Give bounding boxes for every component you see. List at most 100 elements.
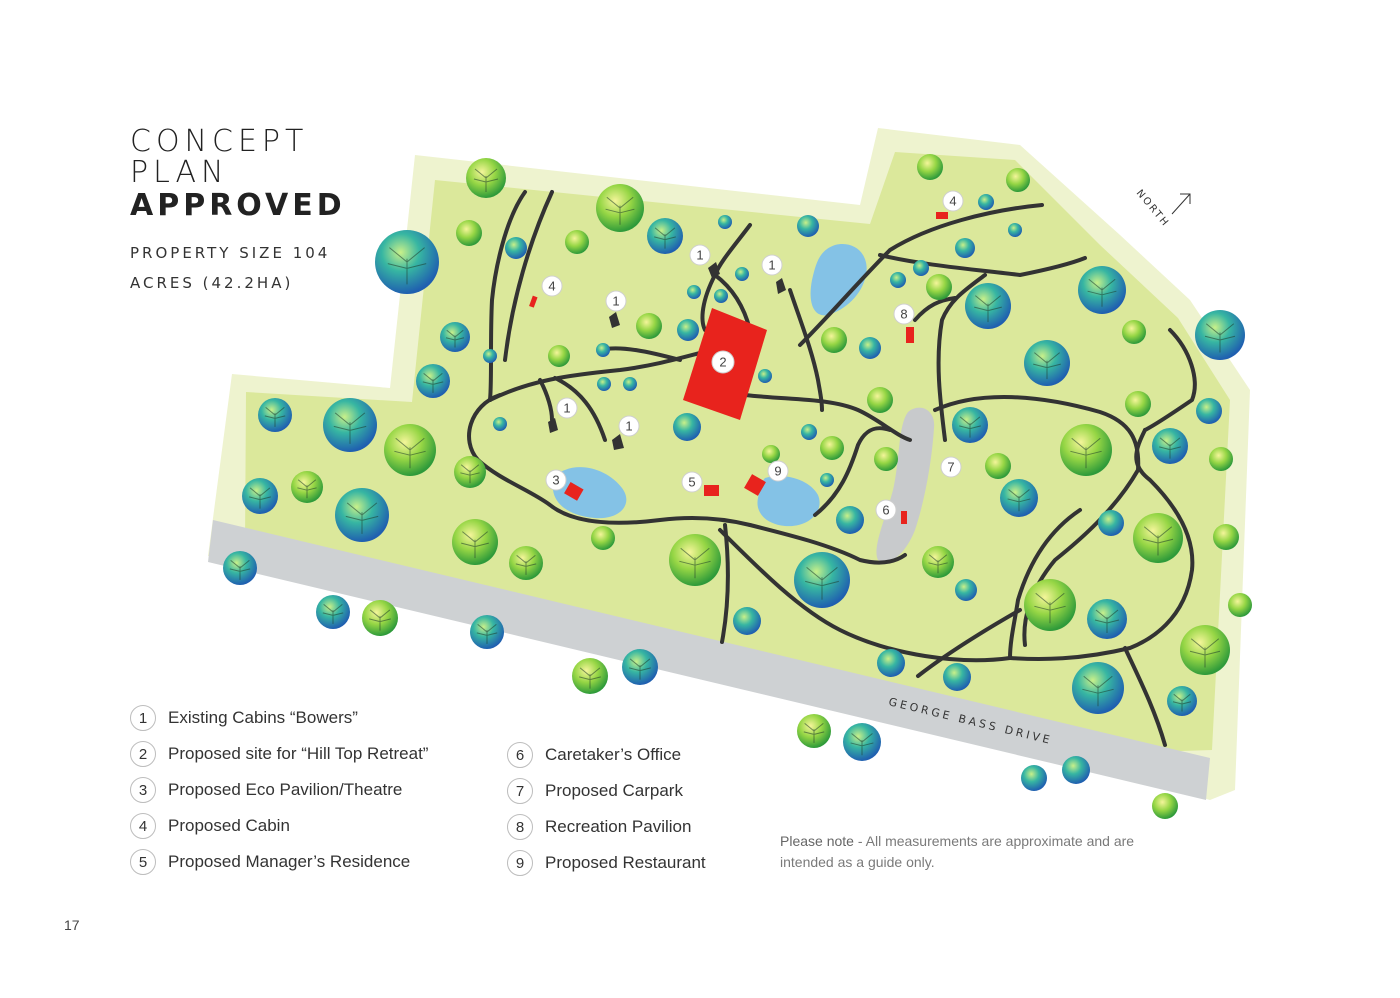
tree bbox=[597, 377, 611, 391]
tree-branches bbox=[805, 567, 839, 600]
tree-branches bbox=[579, 667, 601, 689]
tree bbox=[874, 447, 898, 471]
tree bbox=[548, 345, 570, 367]
title-line-2: PLAN bbox=[130, 155, 229, 190]
tree-branches bbox=[1007, 489, 1031, 512]
tree bbox=[714, 289, 728, 303]
marker-cabin-1: 1 bbox=[556, 397, 578, 419]
tree bbox=[758, 369, 772, 383]
tree bbox=[505, 237, 527, 259]
tree bbox=[926, 274, 952, 300]
eco-pavilion-building bbox=[564, 481, 584, 501]
tree bbox=[687, 285, 701, 299]
tree-branches bbox=[387, 247, 427, 285]
marker-restaurant: 9 bbox=[767, 460, 789, 482]
svg-text:1: 1 bbox=[768, 258, 775, 273]
tree bbox=[820, 473, 834, 487]
legend-number: 6 bbox=[507, 742, 533, 768]
tree-branches bbox=[1204, 323, 1236, 353]
tree-branches bbox=[654, 227, 676, 249]
tree-branches bbox=[229, 559, 251, 580]
tree bbox=[797, 215, 819, 237]
legend-label: Proposed Manager’s Residence bbox=[168, 852, 411, 871]
lake-north bbox=[810, 244, 867, 316]
marker-caretakers-office: 6 bbox=[875, 499, 897, 521]
numbered-markers: 1 1 1 1 1 2 3 4 4 5 6 7 8 9 bbox=[541, 190, 964, 521]
tree-branches bbox=[605, 196, 635, 225]
tree-branches bbox=[394, 437, 426, 469]
tree bbox=[636, 313, 662, 339]
property-size: PROPERTY SIZE 104 ACRES (42.2HA) bbox=[130, 238, 330, 298]
tree-branches bbox=[369, 609, 391, 631]
tree bbox=[1122, 320, 1146, 344]
legend-number: 9 bbox=[507, 850, 533, 876]
tree bbox=[1098, 510, 1124, 536]
svg-text:1: 1 bbox=[696, 248, 703, 263]
tree-branches bbox=[445, 329, 465, 348]
bower-cabin bbox=[548, 418, 558, 433]
tree-branches bbox=[476, 623, 498, 644]
tree bbox=[591, 526, 615, 550]
svg-text:6: 6 bbox=[882, 503, 889, 518]
tree-branches bbox=[422, 372, 444, 393]
title-line-1: CONCEPT bbox=[130, 124, 309, 159]
lake-restaurant bbox=[757, 475, 820, 527]
tree-branches bbox=[1159, 437, 1181, 459]
tree bbox=[1021, 765, 1047, 791]
tree bbox=[917, 154, 943, 180]
restaurant-building bbox=[744, 474, 766, 496]
tree bbox=[867, 387, 893, 413]
svg-text:1: 1 bbox=[563, 401, 570, 416]
marker-recreation-pavilion: 8 bbox=[893, 303, 915, 325]
tree bbox=[1213, 524, 1239, 550]
legend-number: 4 bbox=[130, 813, 156, 839]
svg-text:3: 3 bbox=[552, 473, 559, 488]
tree bbox=[733, 607, 761, 635]
bower-cabin bbox=[708, 262, 720, 278]
legend-number: 7 bbox=[507, 778, 533, 804]
tree-branches bbox=[249, 487, 271, 509]
tree bbox=[877, 649, 905, 677]
legend-number: 2 bbox=[130, 741, 156, 767]
bower-cabin bbox=[776, 278, 786, 294]
tree bbox=[677, 319, 699, 341]
legend-number: 1 bbox=[130, 705, 156, 731]
tree bbox=[1006, 168, 1030, 192]
tree-cluster bbox=[223, 154, 1252, 819]
tree-branches bbox=[461, 531, 489, 559]
marker-cabin-4: 4 bbox=[541, 275, 563, 297]
tree-branches bbox=[1094, 609, 1120, 633]
tree-branches bbox=[322, 603, 344, 624]
tree-branches bbox=[1172, 693, 1192, 712]
tree bbox=[623, 377, 637, 391]
tree bbox=[859, 337, 881, 359]
road-george-bass-drive bbox=[208, 520, 1210, 800]
page-title: CONCEPT PLAN APPROVED bbox=[130, 126, 346, 224]
marker-cabin-1: 1 bbox=[761, 254, 783, 276]
caretakers-office-building bbox=[901, 511, 907, 524]
tree bbox=[955, 238, 975, 258]
tree bbox=[1062, 756, 1090, 784]
legend-label: Existing Cabins “Bowers” bbox=[168, 708, 358, 727]
walking-paths bbox=[467, 190, 1197, 747]
marker-eco-pavilion: 3 bbox=[545, 469, 567, 491]
tree bbox=[735, 267, 749, 281]
tree bbox=[1228, 593, 1252, 617]
tree-branches bbox=[1070, 437, 1102, 469]
tree bbox=[890, 272, 906, 288]
legend-label: Proposed Eco Pavilion/Theatre bbox=[168, 780, 403, 799]
svg-text:4: 4 bbox=[949, 194, 956, 209]
tree-branches bbox=[928, 554, 948, 574]
note-text: - All measurements are approximate and a… bbox=[780, 833, 1135, 870]
cabin-building-west bbox=[529, 295, 538, 308]
marker-cabin-1: 1 bbox=[605, 290, 627, 312]
tree-branches bbox=[1142, 526, 1174, 556]
marker-carpark: 7 bbox=[940, 456, 962, 478]
tree-branches bbox=[1087, 278, 1117, 307]
